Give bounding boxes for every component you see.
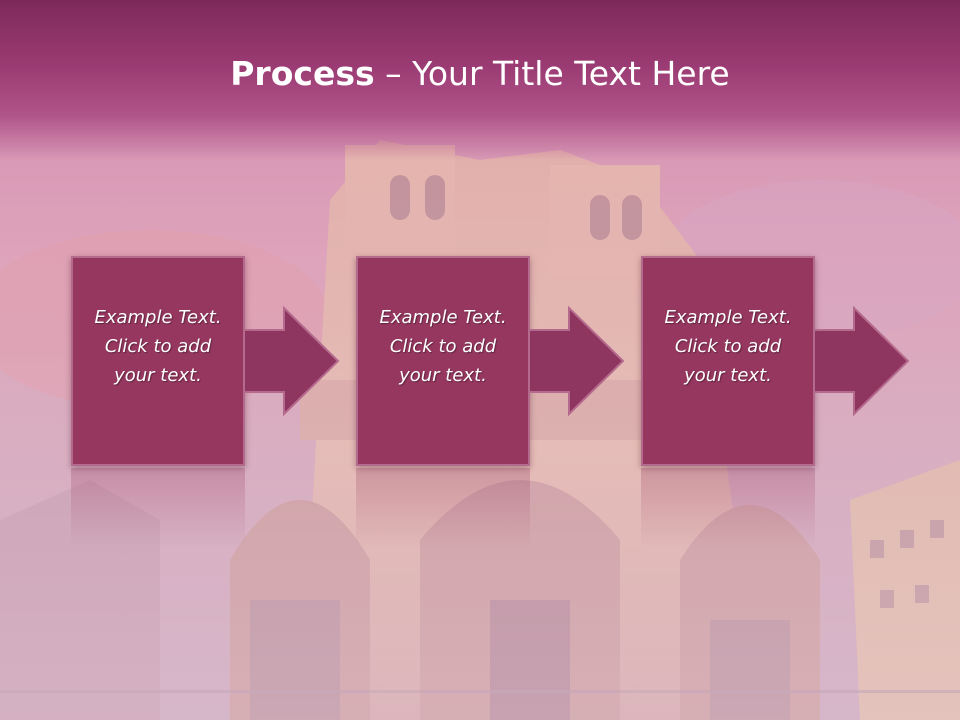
title-bold-part: Process [230,54,375,93]
title-bar [0,0,960,160]
step-reflection-2 [356,468,530,548]
process-step-box-3[interactable]: Example Text. Click to add your text. [641,256,815,466]
process-step-box-1[interactable]: Example Text. Click to add your text. [71,256,245,466]
slide-title[interactable]: Process – Your Title Text Here [0,52,960,96]
title-regular-part: – Your Title Text Here [374,54,730,93]
step-reflection-3 [641,468,815,548]
step-text-3[interactable]: Example Text. Click to add your text. [664,306,792,386]
right-arrow-icon [244,306,340,416]
step-reflection-1 [71,468,245,548]
process-step-box-2[interactable]: Example Text. Click to add your text. [356,256,530,466]
right-arrow-icon [814,306,910,416]
right-arrow-icon [529,306,625,416]
step-text-1[interactable]: Example Text. Click to add your text. [94,306,222,386]
step-text-2[interactable]: Example Text. Click to add your text. [379,306,507,386]
